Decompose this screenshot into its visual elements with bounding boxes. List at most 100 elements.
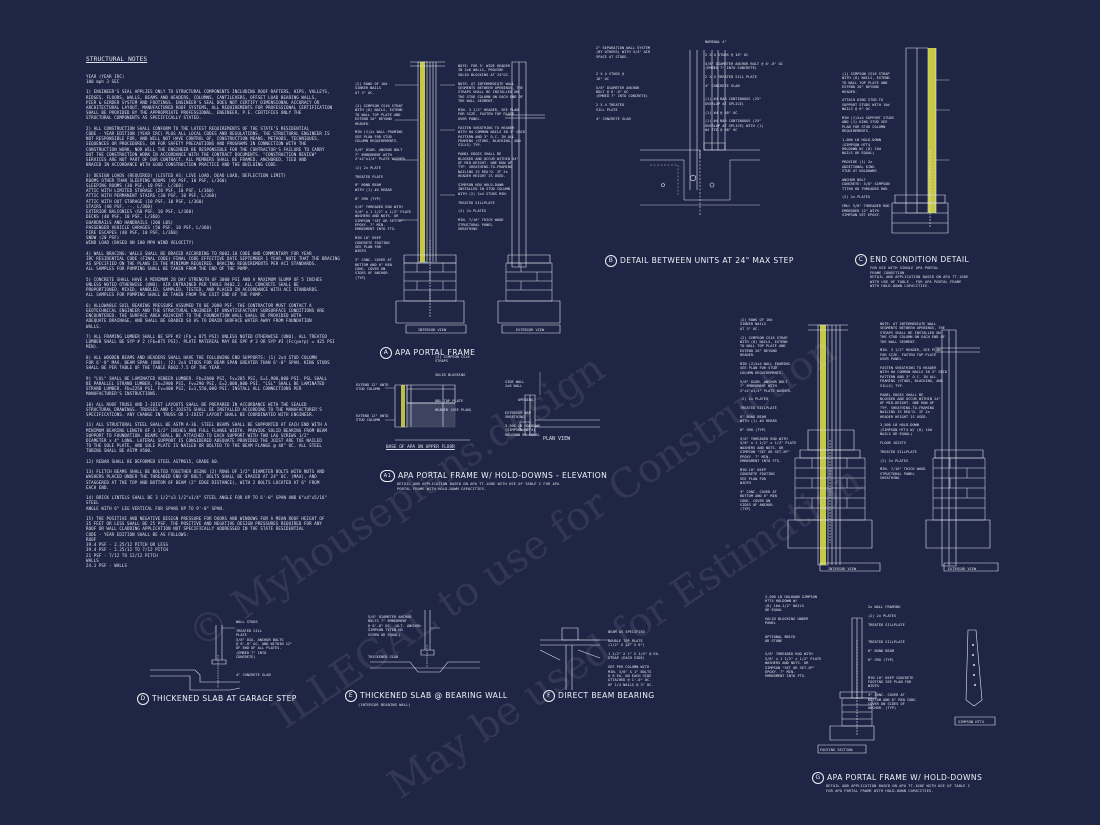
notes-line: FIRE ESCAPES (40 PSF, 10 PSF, L/360) — [86, 229, 179, 235]
notes-line: AS SPECIFIED ON THE PLANS IS THE MINIMUM… — [86, 261, 317, 267]
notes-line: NOT RESPONSIBLE FOR, AND WILL NOT HAVE C… — [86, 136, 320, 142]
notes-line: GEOTECHNICAL ENGINEER AND THE STRUCTURAL… — [86, 307, 325, 313]
notes-line: 10) ALL ROOF TRUSS AND I-JOIST LAYOUTS S… — [86, 401, 307, 407]
notes-line: 13) FLITCH BEAMS SHALL BE BOLTED TOGETHE… — [86, 469, 325, 475]
notes-line: ROOF OR WALL CLADDING APPLICATION NOT SP… — [86, 526, 304, 532]
detail-f-title: DIRECT BEAM BEARING — [558, 691, 655, 700]
notes-line: UNLESS NOTED OTHERWISE (UNO). AIR ENTRAI… — [86, 281, 299, 287]
notes-line: 39.4 PSF - 2.25/12 TO 7/12 PITCH — [86, 547, 169, 553]
notes-line: OUT THE CONSTRUCTION WORK IN ACCORDANCE … — [86, 151, 317, 157]
footing-section-title: FOOTING SECTION — [820, 748, 853, 752]
notes-line: ATTIC WITH OUT STORAGE (10 PSF, 10 PSF, … — [86, 198, 204, 204]
notes-line: 12) REBAR SHALL BE DEFORMED STEEL ASTM61… — [86, 458, 220, 464]
detail-d-marker: D — [137, 693, 149, 705]
detail-d-title: THICKENED SLAB AT GARAGE STEP — [152, 694, 297, 703]
detail-f-marker: F — [543, 690, 555, 702]
detail-f-labels: BEAM AS SPECIFIED DOUBLE TOP PLATE (1/2"… — [608, 630, 660, 687]
notes-line: IRC RESIDENTIAL CODE (FINAL CODE) FINAL … — [86, 255, 340, 261]
detail-e-title: THICKENED SLAB @ BEARING WALL — [360, 691, 508, 700]
simpson-htt4-title: SIMPSON HTT4 — [958, 720, 984, 724]
detail-d-drawing — [150, 625, 240, 690]
notes-heading: STRUCTURAL NOTES — [86, 56, 148, 64]
notes-line: PIER & GIRDER SYSTEM AND FOOTINGS. ENGIN… — [86, 99, 320, 105]
detail-a1-subtitle: DETAIL AND APPLICATION BASED ON APA TT-1… — [397, 481, 560, 491]
detail-g-interior-view: INTERIOR VIEW — [828, 567, 857, 571]
detail-c-subtitle: FOR USE WITH SINGLE APA PORTAL FRAME CON… — [870, 265, 969, 289]
detail-g-drawing — [788, 325, 998, 753]
notes-line: 21 PSF - 7/12 TO 12/12 PITCH — [86, 552, 158, 558]
notes-line: 6) ALLOWABLE SOIL BEARING PRESSURE ASSUM… — [86, 302, 312, 308]
notes-line: 3) DESIGN LOADS (REQUIRED) (LISTED AS: L… — [86, 172, 287, 178]
notes-line: DIAMETER x 4" LONG. LATERAL SUPPORT IS C… — [86, 438, 322, 444]
detail-a-interior-view: INTERIOR VIEW — [418, 328, 447, 332]
notes-line: WASHERS PLACED UNDER THE THREADED END OF… — [86, 474, 317, 480]
notes-line: EACH END. — [86, 484, 110, 490]
elevation-mid-labels: (2) SIMPSON CS16 STRAPS SOLID BLOCKING D… — [435, 355, 472, 412]
notes-line: ARCHITECTURAL LAYOUT. MANUFACTURED ROOF … — [86, 105, 333, 111]
notes-line: ALL SAMPLES FOR PUMPING SHALL BE TAKEN F… — [86, 266, 251, 272]
detail-b-right-labels: NOMINAL 4" 2 X 4 STUDS @ 16" OC 5/8" DIA… — [705, 40, 783, 133]
detail-a1-title: APA PORTAL FRAME W/ HOLD-DOWNS - ELEVATI… — [398, 471, 608, 480]
notes-line: ADEQUATE DRAINAGE, AND SHALL BE GRADED S… — [86, 318, 312, 324]
notes-line: LUMBER SHALL BE SYP # 2 (Fb=875 PSI). PL… — [86, 339, 335, 345]
detail-a-mid-labels: NOTE: FOR 5' WIDE HEADER IN 2x6 WALLS, P… — [458, 64, 526, 232]
detail-b-marker: B — [605, 255, 617, 267]
detail-e-marker: E — [345, 690, 357, 702]
notes-line: ROOF — [86, 536, 97, 542]
notes-line: EXTERIOR BALCONIES (60 PSF, 10 PSF, L/36… — [86, 209, 194, 215]
detail-e-labels: 5/8" DIAMETER ANCHOR BOLTS 7" EMBEDMENT … — [368, 615, 423, 659]
detail-a-left-labels: (2) ROWS OF 16d SINKER NAILS AT 3" OC. (… — [355, 82, 412, 280]
notes-line: 11) ALL STRUCTURAL STEEL SHALL BE ASTM A… — [86, 422, 328, 428]
notes-line: ATTIC WITH LIMITED STORAGE (20 PSF, 10 P… — [86, 188, 215, 194]
detail-g-mid-labels: NOTE: AT INTERMEDIATE WALL SEGMENTS BETW… — [880, 322, 948, 481]
notes-line: SHALL BE PROVIDED BY THE APPROPRIATE PRO… — [86, 110, 302, 116]
notes-line: ATTIC WITH PERMANENT STAIRS (30 PSF, 10 … — [86, 193, 217, 199]
notes-line: STRUCTURAL DRAWINGS. TRUSSES AND I-JOIST… — [86, 406, 322, 412]
notes-line: SPECIFICATIONS. ANY CHANGE IN TRUSS OR I… — [86, 412, 315, 418]
notes-line: DECKS (40 PSF, 10 PSF, L/360) — [86, 214, 161, 220]
detail-b-title: DETAIL BETWEEN UNITS AT 24" MAX STEP — [620, 256, 794, 265]
detail-e-drawing — [370, 610, 480, 672]
notes-line: STAGGERED AT THE TOP AND BOTTOM OF BEAM … — [86, 479, 320, 485]
notes-line: ANGLE WITH 6" LEG VERTICAL FOR SPANS UP … — [86, 505, 225, 511]
detail-a-drawing — [395, 62, 560, 333]
notes-line: 4) WALL BRACING: WALLS SHALL BE BRACED A… — [86, 250, 312, 256]
notes-line: MIN). — [86, 344, 99, 350]
notes-line: ALL SAMPLES FOR PUMPING SHALL BE TAKEN F… — [86, 292, 263, 298]
notes-line: RIDGES, FLOORS, WALLS, BEAMS AND HEADERS… — [86, 94, 317, 100]
detail-d-labels: WALL STUDS TREATED SILL PLATE 5/8" DIA. … — [236, 620, 293, 677]
notes-line: WALLS — [86, 557, 99, 563]
detail-a-marker: A — [380, 347, 392, 359]
notes-line: 8) ALL WOODEN BEAMS AND HEADERS SHALL HA… — [86, 354, 317, 360]
structural-notes: STRUCTURAL NOTES YEAR (YEAR IRC)100 mph … — [86, 46, 341, 579]
base-of-apa-title: BASE OF APA ON UPPER FLOOR — [386, 445, 455, 450]
plan-view-title: PLAN VIEW — [543, 436, 571, 442]
notes-line: 7) ALL FRAMING LUMBER SHALL BE SPF #2 (F… — [86, 333, 328, 339]
detail-g-exterior-view: EXTERIOR VIEW — [948, 567, 977, 571]
elevation-drawing — [385, 372, 600, 440]
detail-f-drawing — [540, 628, 610, 690]
notes-line: SNOW (20 PSF) — [86, 235, 120, 241]
detail-g-title: APA PORTAL FRAME W/ HOLD-DOWNS — [827, 773, 983, 782]
notes-line: MANUFACTURER'S INSTRUCTIONS. — [86, 391, 158, 397]
notes-line: FOR 6'-0" MAX. BEAM SPAN (UNO). (2) 2x4 … — [86, 359, 330, 365]
notes-line: WIND LOAD (BASED ON 100 MPH WIND VELOCIT… — [86, 240, 194, 246]
notes-line: ENCOUNTERED. THE SURFACE AREA ADJACENT T… — [86, 313, 302, 319]
notes-line: SUPPORT TO FOUNDATION. BEAMS SHALL BE AT… — [86, 432, 310, 438]
notes-line: PROPORTIONED, MIXED, HANDLED, SAMPLED, T… — [86, 287, 320, 293]
notes-line: YEAR (YEAR IRC) — [86, 73, 125, 79]
notes-line: WALLS. — [86, 323, 102, 329]
footing-section-labels: 3,500 LB HOLDOWN SIMPSON HTT4 HOLDOWN W/… — [765, 595, 822, 679]
notes-line: STAIRS (40 PSF, --, L/360) — [86, 203, 153, 209]
detail-a1-marker: A1 — [380, 470, 395, 482]
detail-a-exterior-view: EXTERIOR VIEW — [516, 328, 545, 332]
notes-line: SERVICES ARE NOT PART OF OUR CONTRACT. A… — [86, 157, 307, 163]
